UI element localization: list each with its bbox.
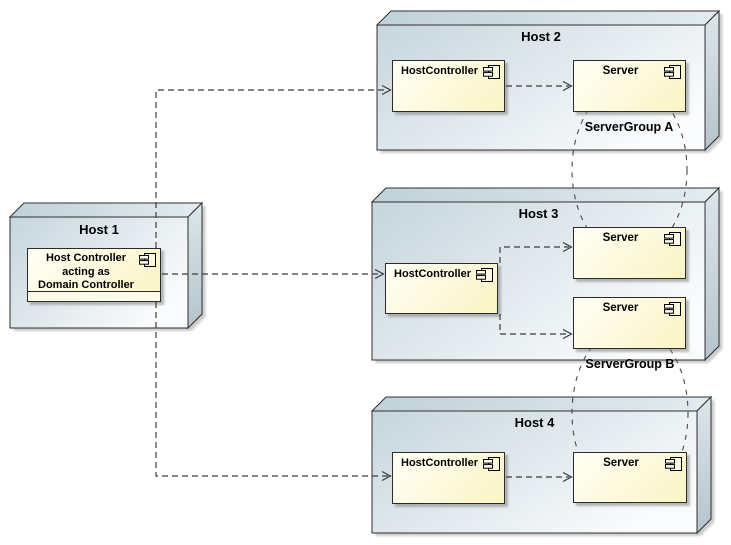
arrow-head xyxy=(374,268,385,280)
connector-dc-to-host2 xyxy=(155,89,388,248)
component-icon xyxy=(664,302,681,316)
host2-hostcontroller-component: HostController xyxy=(392,60,505,112)
host3-top-face xyxy=(370,187,721,203)
component-icon xyxy=(139,253,156,267)
host2-side-face xyxy=(704,9,720,152)
component-icon xyxy=(665,457,682,471)
host1-top-face xyxy=(8,202,204,218)
arrow-head xyxy=(562,80,573,92)
host2-title: Host 2 xyxy=(521,29,561,44)
arrow-head xyxy=(562,471,573,483)
host3-side-face xyxy=(704,186,720,362)
arrow-head xyxy=(562,241,573,253)
host3-hostcontroller-component: HostController xyxy=(385,263,498,314)
host2-server-component: Server xyxy=(573,60,686,112)
arrow-head xyxy=(562,328,573,340)
host4-hostcontroller-component: HostController xyxy=(392,452,505,504)
component-icon xyxy=(664,232,681,246)
arrow-head xyxy=(381,470,392,482)
component-icon xyxy=(476,268,493,282)
host1-side-face xyxy=(187,201,203,330)
hostcontroller-label: HostController xyxy=(401,65,478,77)
component-icon xyxy=(483,65,500,79)
hostcontroller-label: HostController xyxy=(394,268,471,280)
server-label: Server xyxy=(603,457,639,469)
host3-title: Host 3 xyxy=(518,206,559,221)
host4-server-component: Server xyxy=(573,452,687,503)
server-label: Server xyxy=(602,302,639,314)
host3-server-top-component: Server xyxy=(573,227,686,279)
host1-title: Host 1 xyxy=(79,222,119,237)
domain-controller-component: Host Controller acting as Domain Control… xyxy=(27,248,161,302)
host3-server-bottom-component: Server xyxy=(573,297,686,349)
host4-top-face xyxy=(370,396,713,412)
domain-controller-label: Host Controller acting as Domain Control… xyxy=(38,252,134,291)
connector-dc-to-host4 xyxy=(155,302,388,477)
host4-title: Host 4 xyxy=(514,415,555,430)
servergroup-a-label: ServerGroup A xyxy=(584,120,674,134)
host4-side-face xyxy=(696,395,712,535)
server-label: Server xyxy=(602,232,639,244)
connector-host3-hc-to-server-top xyxy=(499,246,569,263)
hostcontroller-label: HostController xyxy=(401,457,478,469)
servergroup-b-label: ServerGroup B xyxy=(585,357,675,371)
component-compartment xyxy=(28,291,160,301)
host2-top-face xyxy=(375,10,721,26)
connector-host3-hc-to-server-bottom xyxy=(499,314,569,335)
component-icon xyxy=(664,65,681,79)
server-label: Server xyxy=(602,65,639,77)
arrow-head xyxy=(381,84,392,96)
component-icon xyxy=(483,457,500,471)
